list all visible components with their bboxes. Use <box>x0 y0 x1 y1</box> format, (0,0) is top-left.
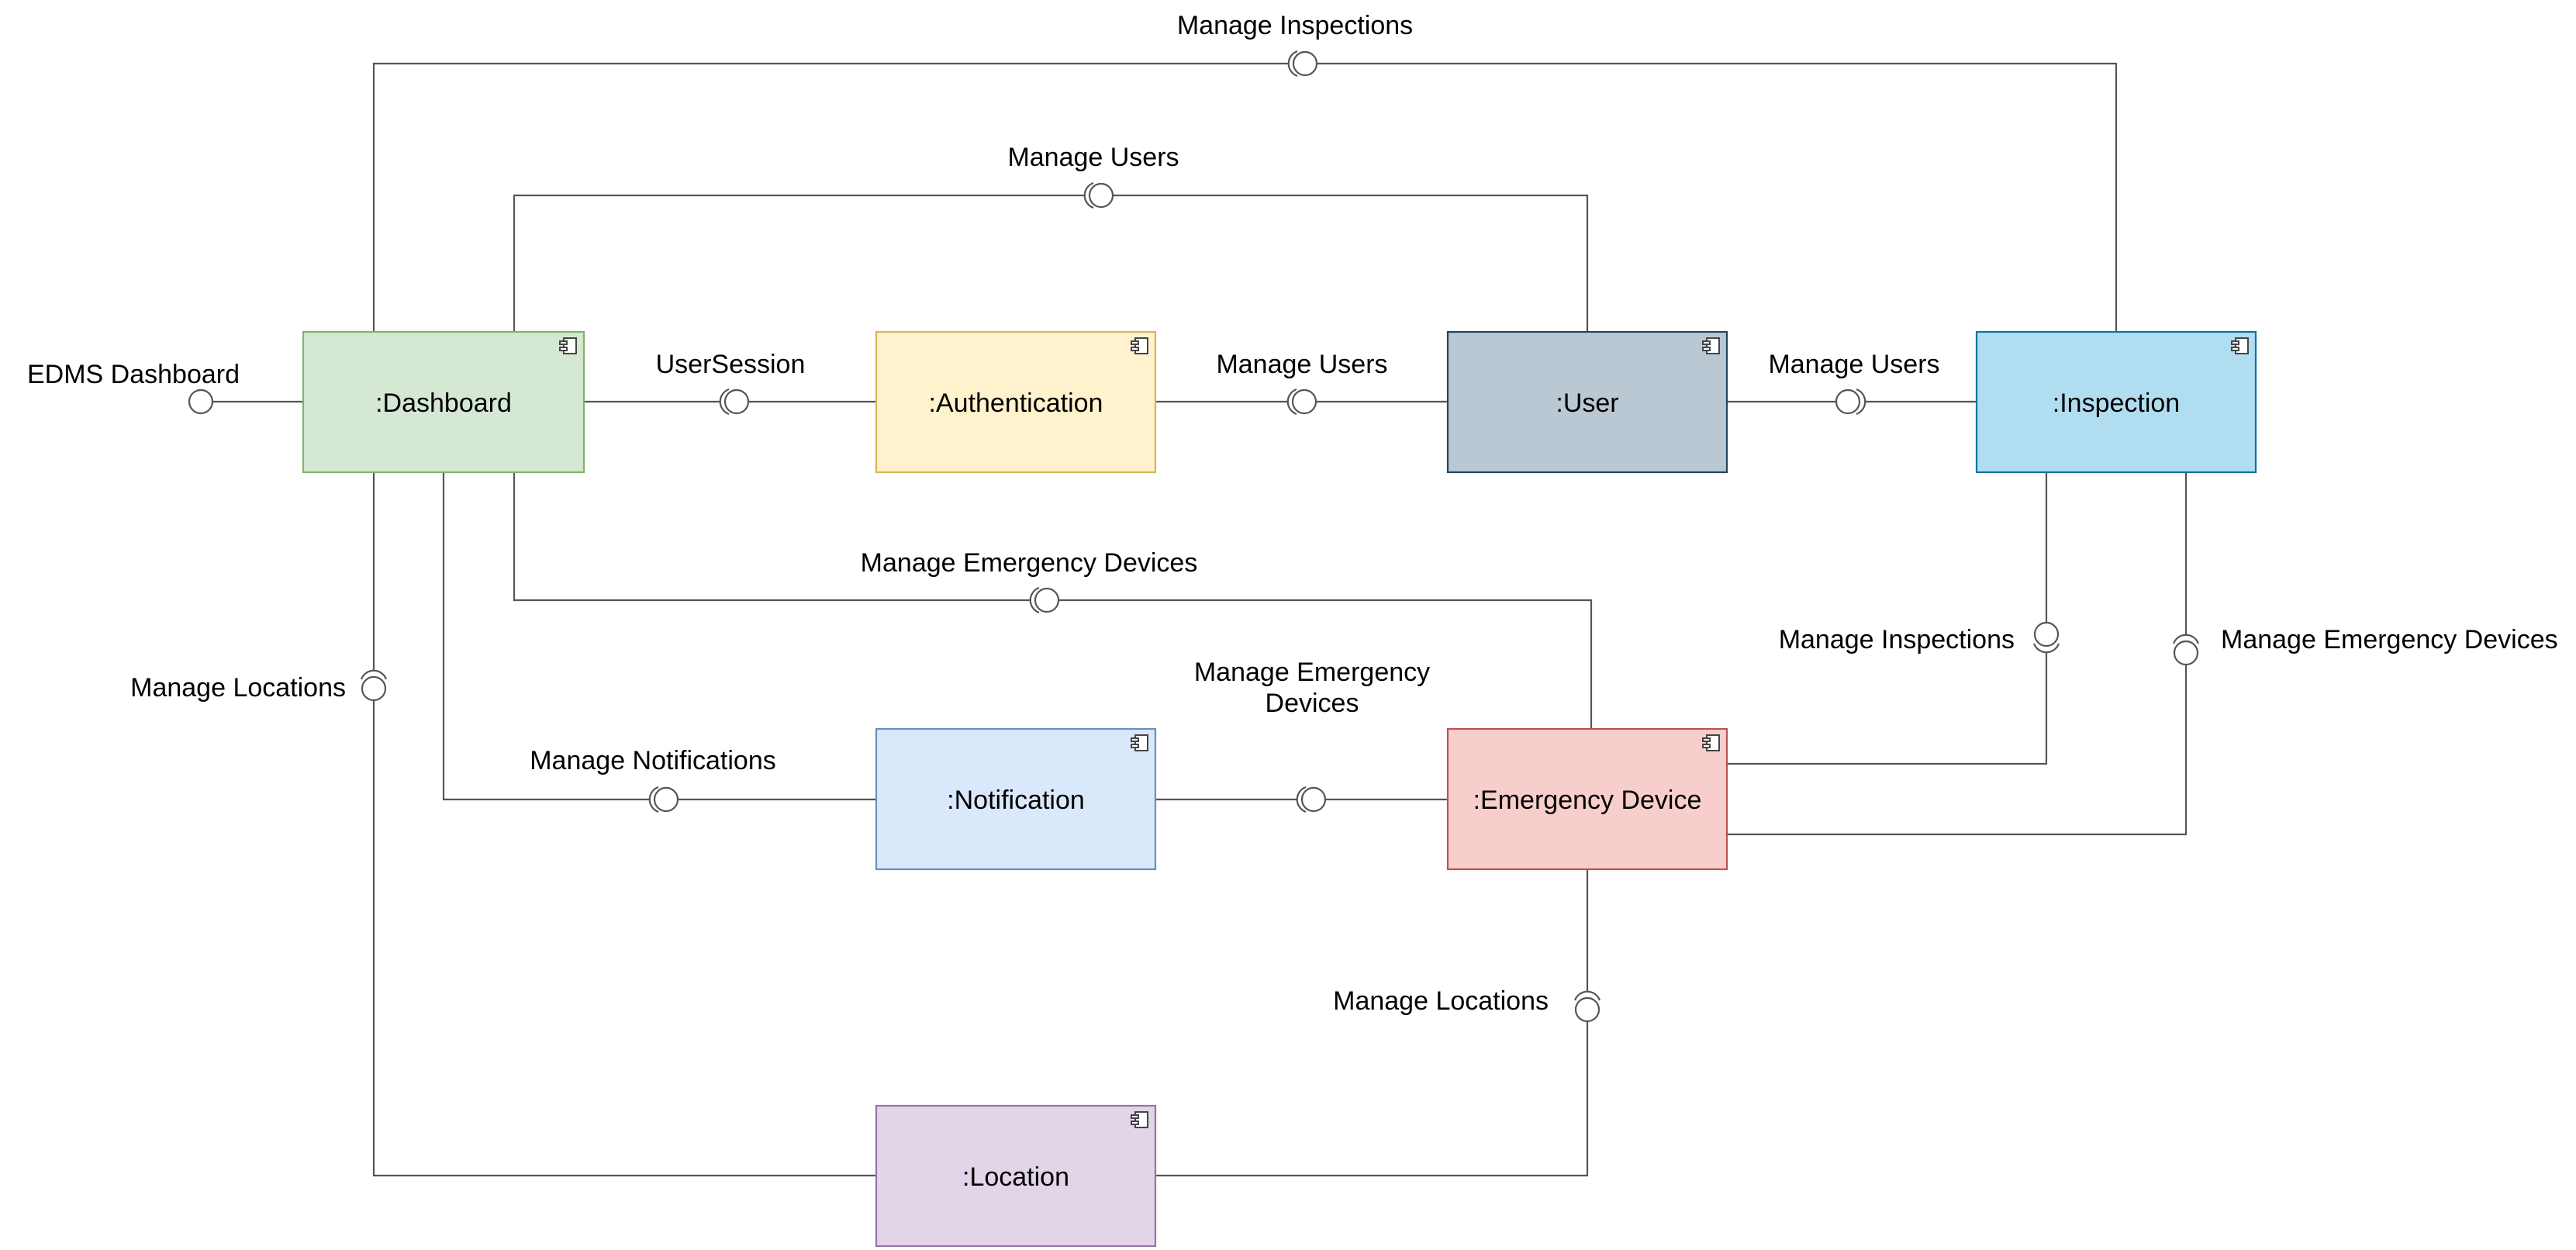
user-label: :User <box>1556 388 1618 418</box>
component-user[interactable]: :User <box>1446 330 1728 474</box>
edms-dashboard-label: EDMS Dashboard <box>27 360 240 389</box>
manage-notifications-label: Manage Notifications <box>530 746 776 775</box>
component-emergency-device[interactable]: :Emergency Device <box>1446 727 1728 871</box>
manage-locations-device-label: Manage Locations <box>1333 986 1549 1016</box>
notification-label: :Notification <box>947 786 1085 815</box>
usersession-socket-ball <box>719 388 750 416</box>
authentication-label: :Authentication <box>929 388 1103 418</box>
manage-inspections-device-wire <box>1727 472 2048 765</box>
component-dashboard[interactable]: :Dashboard <box>302 330 585 474</box>
emergency-device-box <box>1446 727 1728 871</box>
user-box <box>1446 330 1728 474</box>
manage-inspections-top-socket-ball <box>1287 50 1318 78</box>
usersession-label: UserSession <box>656 350 806 379</box>
location-box <box>875 1104 1157 1248</box>
manage-users-auth-user-socket-ball <box>1286 388 1317 416</box>
manage-users-auth-user-label: Manage Users <box>1216 350 1387 379</box>
manage-locations-dashboard-socket-ball <box>360 669 388 702</box>
manage-locations-device-wire <box>1155 869 1589 1177</box>
manage-users-dashboard-user-socket-ball <box>1083 181 1114 209</box>
edms-dashboard-provided-interface <box>188 388 214 415</box>
manage-emergency-devices-dashboard-socket-ball <box>1029 586 1060 614</box>
manage-locations-dashboard-wire <box>372 472 876 1177</box>
component-authentication[interactable]: :Authentication <box>875 330 1157 474</box>
manage-users-dashboard-user-label: Manage Users <box>1007 143 1179 172</box>
authentication-box <box>875 330 1157 474</box>
manage-inspections-top-wire <box>372 62 2118 332</box>
manage-users-user-inspection-socket-ball <box>1835 388 1866 416</box>
dashboard-label: :Dashboard <box>375 388 512 418</box>
manage-users-dashboard-user-wire <box>513 194 1589 332</box>
inspection-box <box>1975 330 2257 474</box>
component-location[interactable]: :Location <box>875 1104 1157 1248</box>
manage-emergency-devices-inspection-socket-ball <box>2172 634 2200 666</box>
manage-emergency-devices-notification-label-line2: Devices <box>1266 689 1359 718</box>
manage-notifications-wire <box>442 472 876 801</box>
manage-emergency-devices-notification-socket-ball <box>1296 786 1327 813</box>
location-label: :Location <box>962 1162 1069 1192</box>
manage-inspections-top-label: Manage Inspections <box>1177 11 1413 40</box>
manage-locations-device-socket-ball <box>1573 990 1601 1023</box>
inspection-label: :Inspection <box>2053 388 2180 418</box>
manage-inspections-device-label: Manage Inspections <box>1779 625 2015 654</box>
manage-users-user-inspection-label: Manage Users <box>1768 350 1939 379</box>
manage-notifications-socket-ball <box>648 786 679 813</box>
manage-emergency-devices-inspection-label: Manage Emergency Devices <box>2221 625 2558 654</box>
manage-inspections-device-socket-ball <box>2032 621 2060 654</box>
manage-emergency-devices-notification-label-line1: Manage Emergency <box>1194 658 1430 687</box>
emergency-device-label: :Emergency Device <box>1473 786 1702 815</box>
notification-box <box>875 727 1157 871</box>
component-notification[interactable]: :Notification <box>875 727 1157 871</box>
manage-emergency-devices-dashboard-label: Manage Emergency Devices <box>861 548 1198 578</box>
manage-locations-dashboard-label: Manage Locations <box>130 673 346 703</box>
manage-emergency-devices-inspection-wire <box>1727 472 2188 836</box>
component-inspection[interactable]: :Inspection <box>1975 330 2257 474</box>
dashboard-box <box>302 330 585 474</box>
